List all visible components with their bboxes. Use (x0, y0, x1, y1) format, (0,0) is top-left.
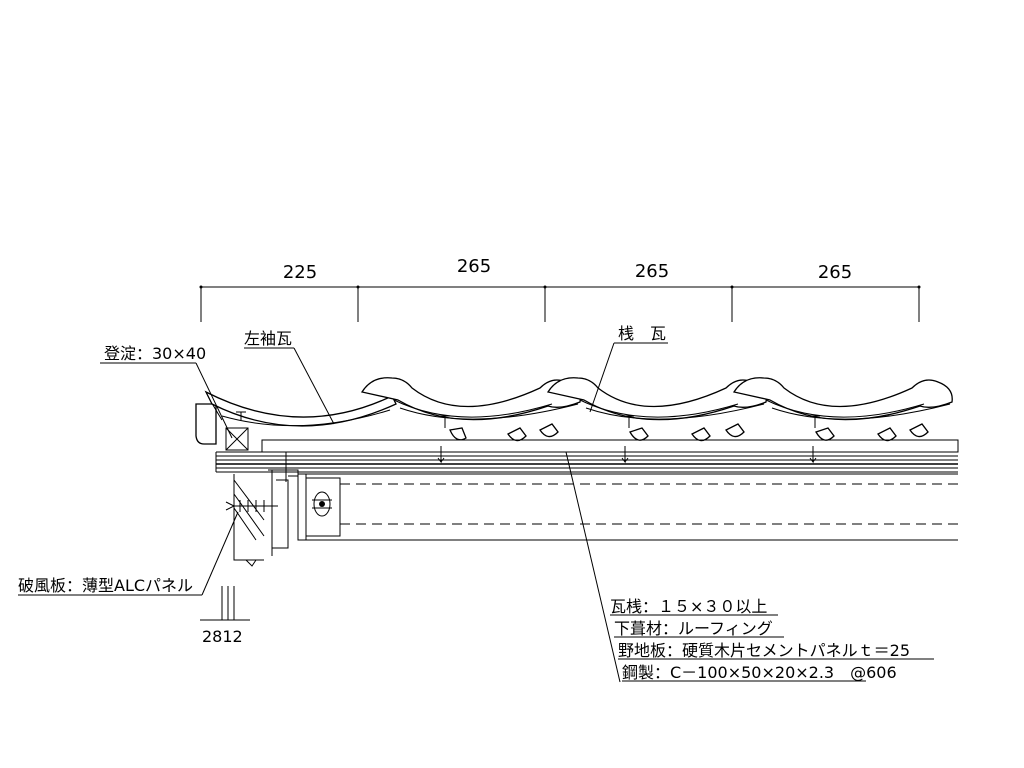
spec-steel-channel: 鋼製：C－100×50×20×2.3 @606 (622, 663, 897, 682)
spec-sheathing: 野地板：硬質木片セメントパネルｔ＝25 (618, 641, 910, 660)
left-sleeve-tile (195, 390, 397, 445)
steel-c-channel (297, 473, 958, 541)
tile-batten-and-sheathing (215, 439, 959, 473)
dimension-line (199, 285, 921, 322)
label-pan-tile: 桟 瓦 (618, 324, 666, 343)
label-small-dimension: 2812 (202, 627, 243, 646)
dimension-265-c: 265 (818, 262, 852, 283)
dimension-265-b: 265 (635, 261, 669, 282)
label-nobori-yodo: 登淀：30×40 (104, 344, 206, 363)
dimension-225: 225 (283, 262, 317, 283)
spec-tile-batten: 瓦桟：１５×３０以上 (610, 597, 767, 616)
fascia-board (221, 474, 265, 620)
nobori-yodo-batten (225, 427, 249, 451)
label-fascia-board: 破風板：薄型ALCパネル (18, 576, 193, 595)
label-left-sleeve-tile: 左袖瓦 (244, 329, 292, 348)
leader-lines (18, 342, 934, 683)
spec-underlayment: 下葺材：ルーフィング (614, 619, 773, 638)
fascia-bracket (225, 451, 299, 556)
dimension-265-a: 265 (457, 256, 491, 277)
pan-tiles (360, 377, 953, 442)
